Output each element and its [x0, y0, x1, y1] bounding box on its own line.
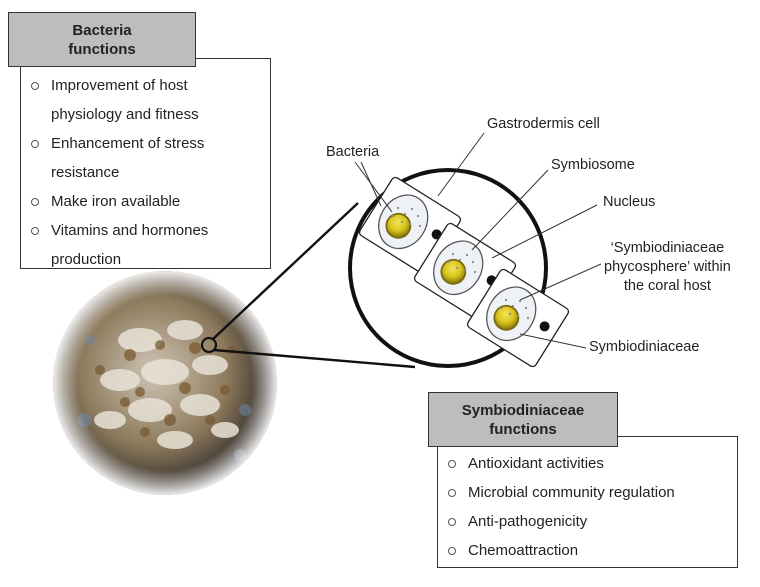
symbiodiniaceae-functions-list: Antioxidant activities Microbial communi…	[437, 436, 738, 568]
label-symbiosome: Symbiosome	[551, 157, 635, 173]
symbiodiniaceae-title-line1: Symbiodiniaceae	[461, 401, 585, 419]
label-phycosphere-line3: the coral host	[623, 278, 711, 294]
label-phycosphere-line2: phycosphere’ within	[604, 259, 731, 275]
list-item-line: production	[51, 251, 122, 268]
label-phycosphere: ‘Symbiodiniaceae phycosphere’ within the…	[604, 239, 731, 296]
list-item: Make iron available	[21, 187, 270, 216]
label-symbiodiniaceae: Symbiodiniaceae	[589, 339, 700, 355]
list-item-line: resistance	[51, 164, 120, 181]
list-item-line: Enhancement of stress	[51, 135, 205, 152]
list-item: Vitamins and hormones production	[21, 216, 270, 274]
bacteria-functions-list: Improvement of host physiology and fitne…	[20, 58, 271, 269]
symbiodiniaceae-title-line2: functions	[489, 420, 557, 438]
label-nucleus: Nucleus	[603, 194, 656, 210]
list-item: Improvement of host physiology and fitne…	[21, 71, 270, 129]
list-item-line: Vitamins and hormones	[51, 222, 209, 239]
label-leaders	[354, 132, 602, 349]
list-item-line: Improvement of host	[51, 77, 188, 94]
label-gastrodermis-cell: Gastrodermis cell	[487, 116, 600, 132]
bacteria-dots	[391, 206, 530, 320]
list-item-line: Make iron available	[51, 193, 181, 210]
coral-photo	[53, 271, 277, 495]
bacteria-functions-title: Bacteria functions	[8, 12, 196, 67]
list-item: Chemoattraction	[438, 536, 737, 565]
list-item: Antioxidant activities	[438, 449, 737, 478]
label-bacteria: Bacteria	[326, 144, 380, 160]
zoom-spot	[200, 336, 218, 354]
label-phycosphere-line1: ‘Symbiodiniaceae	[610, 240, 725, 256]
bacteria-title-line2: functions	[68, 40, 136, 58]
list-item: Enhancement of stress resistance	[21, 129, 270, 187]
list-item: Microbial community regulation	[438, 478, 737, 507]
symbiodiniaceae-functions-title: Symbiodiniaceae functions	[428, 392, 618, 447]
bacteria-title-line1: Bacteria	[72, 21, 132, 39]
list-item-line: physiology and fitness	[51, 106, 199, 123]
list-item: Anti-pathogenicity	[438, 507, 737, 536]
